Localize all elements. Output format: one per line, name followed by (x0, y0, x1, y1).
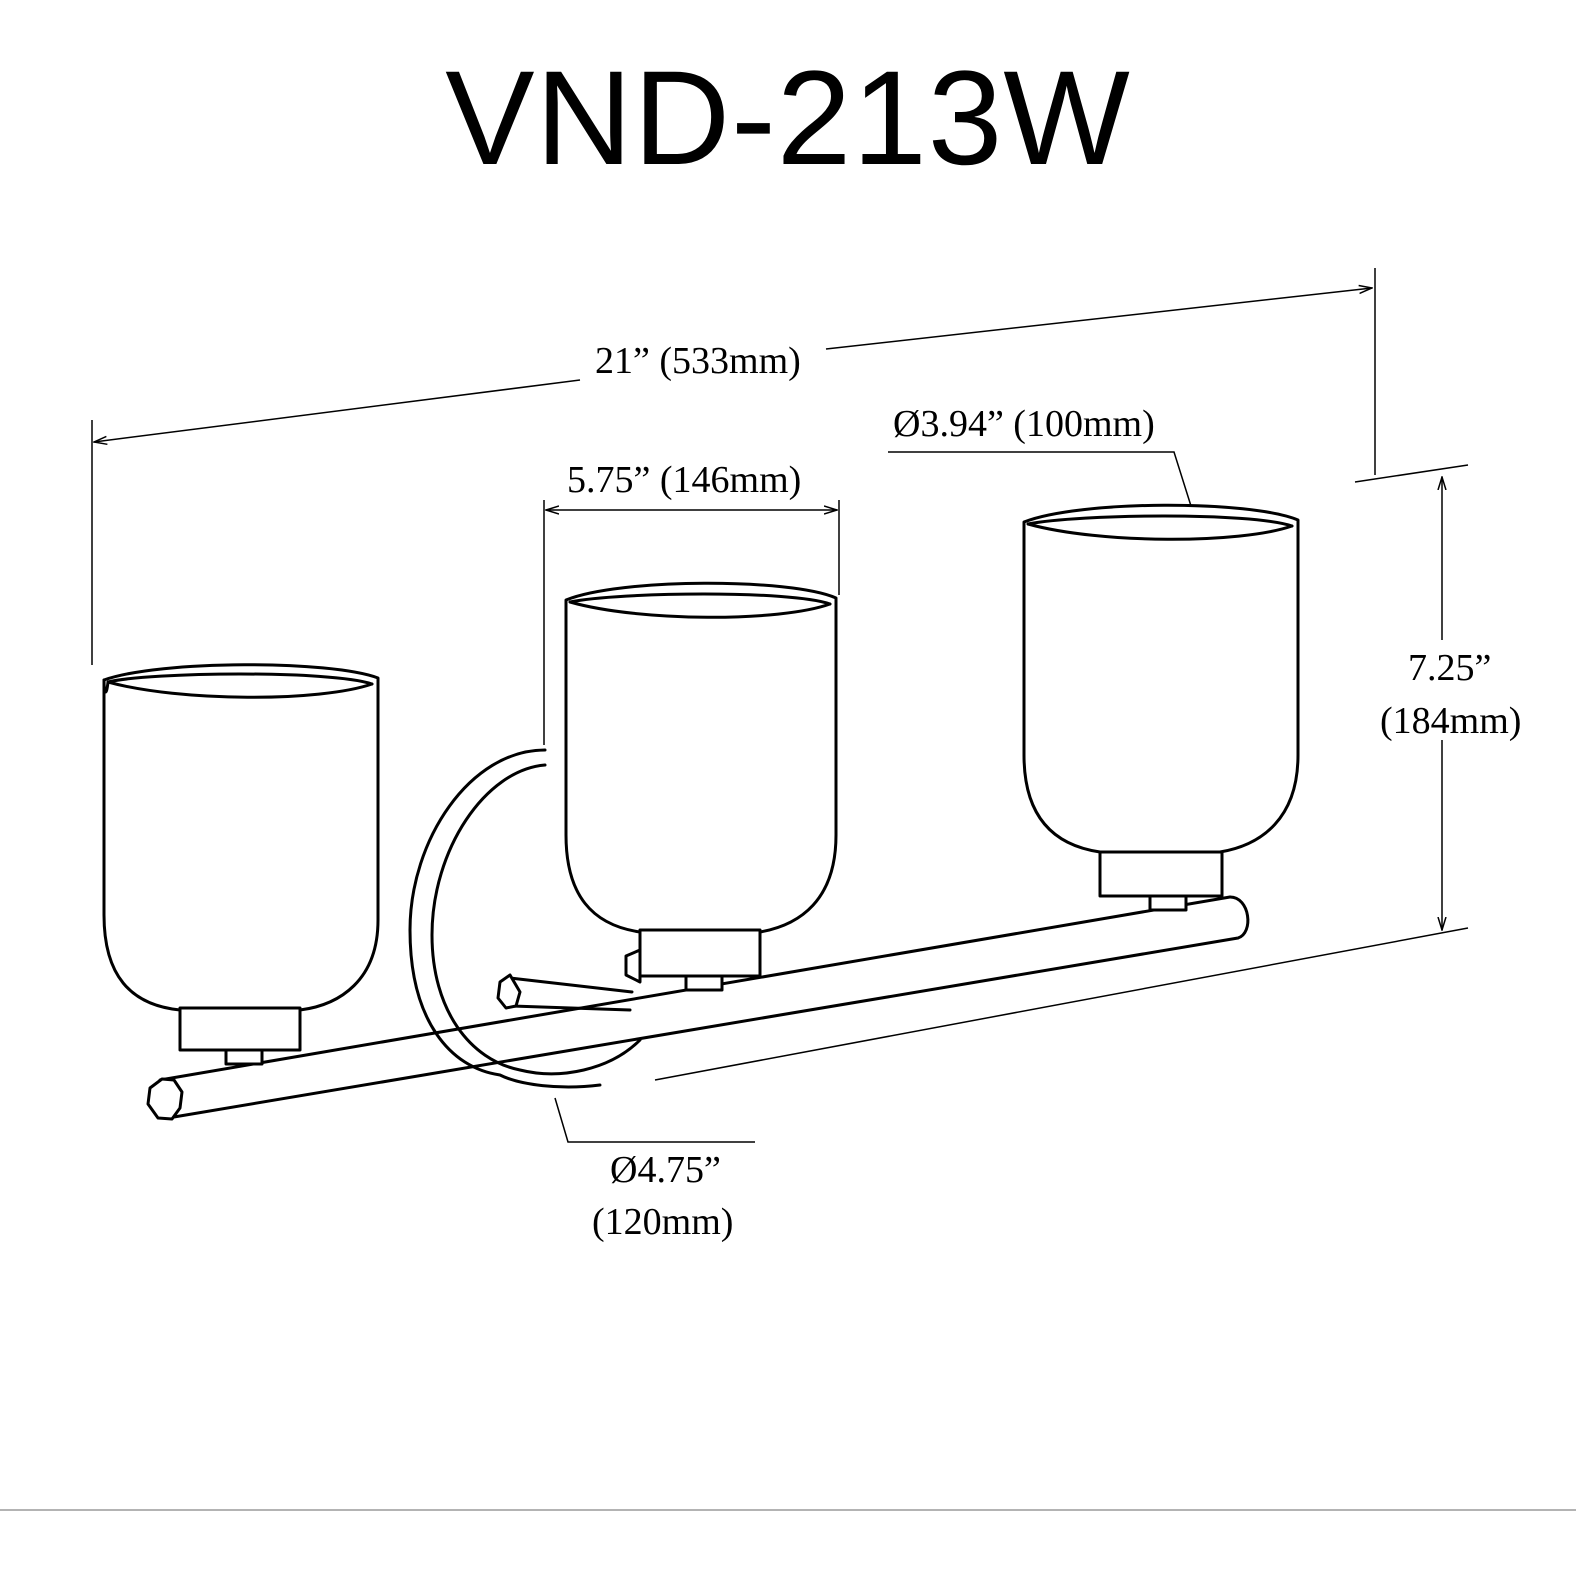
height-label-in: 7.25” (1408, 647, 1491, 689)
backplate (408, 748, 642, 1089)
shade-diameter-dimension: Ø3.94” (100mm) (888, 403, 1192, 507)
arm-width-label: 5.75” (146mm) (567, 459, 801, 501)
socket-center (638, 928, 762, 978)
overall-width-line-left (94, 379, 581, 442)
height-ext-top (1354, 464, 1469, 483)
height-dimension: 7.25” (184mm) (654, 464, 1521, 1081)
shade-diameter-label: Ø3.94” (100mm) (893, 403, 1155, 445)
socket-stem-center (684, 974, 724, 992)
socket-stem-right (1148, 894, 1188, 912)
height-ext-bottom (654, 927, 1469, 1081)
overall-width-line-right (825, 288, 1372, 350)
overall-width-dimension: 21” (533mm) (91, 268, 1376, 665)
shade-left (102, 663, 380, 1066)
model-title: VND-213W (445, 44, 1131, 193)
socket-stem-left (224, 1048, 264, 1066)
height-label-mm: (184mm) (1380, 700, 1521, 742)
socket-right (1098, 850, 1224, 898)
arm-width-dimension: 5.75” (146mm) (543, 459, 840, 745)
backplate-leader (554, 1097, 755, 1143)
socket-left (178, 1006, 302, 1052)
overall-width-label: 21” (533mm) (595, 340, 801, 382)
backplate-dimension: Ø4.75” (120mm) (554, 1097, 755, 1243)
backplate-label-in: Ø4.75” (610, 1149, 721, 1191)
shade-diameter-leader (888, 451, 1192, 507)
shade-right (1022, 503, 1300, 912)
shade-center (564, 581, 838, 992)
backplate-label-mm: (120mm) (592, 1201, 733, 1243)
